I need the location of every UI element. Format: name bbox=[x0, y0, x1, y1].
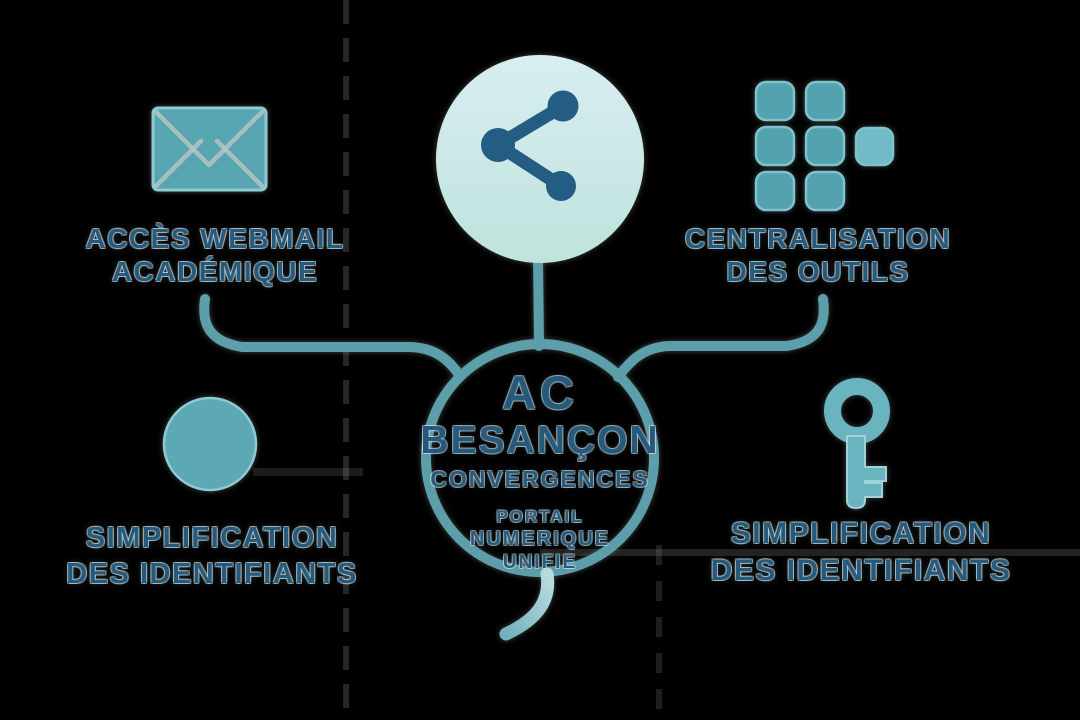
circle-icon bbox=[162, 396, 258, 492]
label-simplification-left-line2: DES IDENTIFIANTS bbox=[66, 558, 358, 590]
label-webmail: ACCÈS WEBMAIL ACADÉMIQUE bbox=[85, 222, 344, 288]
label-simplification-left: SIMPLIFICATION DES IDENTIFIANTS bbox=[66, 520, 357, 592]
stem-line bbox=[533, 251, 544, 351]
label-simplification-right-line1: SIMPLIFICATION bbox=[730, 517, 992, 550]
label-centralisation-line1: CENTRALISATION bbox=[684, 223, 952, 254]
share-network-icon bbox=[481, 90, 579, 201]
tagline-numerique: NUMERIQUE bbox=[469, 528, 611, 550]
label-simplification-right-line2: DES IDENTIFIANTS bbox=[710, 554, 1012, 587]
envelope-icon bbox=[151, 106, 268, 192]
center-brand-block: AC BESANÇON CONVERGENCES PORTAIL NUMERIQ… bbox=[420, 368, 659, 574]
label-centralisation-line2: DES OUTILS bbox=[726, 256, 910, 287]
label-simplification-left-line1: SIMPLIFICATION bbox=[85, 522, 339, 554]
app-grid-icon bbox=[754, 80, 895, 212]
label-centralisation: CENTRALISATION DES OUTILS bbox=[685, 222, 951, 288]
connector-right bbox=[613, 294, 829, 382]
key-icon bbox=[824, 378, 890, 510]
artifact-band-right bbox=[540, 549, 1080, 556]
brand-ac: AC bbox=[502, 366, 578, 419]
brand-besancon: BESANÇON bbox=[420, 419, 660, 462]
tagline-portail: PORTAIL bbox=[496, 507, 584, 526]
tail-swash bbox=[499, 567, 555, 641]
hub-circle bbox=[436, 55, 644, 263]
connector-left bbox=[199, 294, 465, 381]
label-simplification-right: SIMPLIFICATION DES IDENTIFIANTS bbox=[711, 515, 1012, 589]
hub-ring bbox=[421, 339, 659, 577]
connector-group bbox=[199, 251, 829, 577]
label-webmail-line1: ACCÈS WEBMAIL bbox=[85, 223, 345, 254]
tagline-unifie: UNIFIE bbox=[502, 552, 578, 573]
brand-subtitle: CONVERGENCES bbox=[430, 466, 650, 492]
label-webmail-line2: ACADÉMIQUE bbox=[111, 256, 319, 287]
artifact-band-left bbox=[253, 468, 363, 476]
